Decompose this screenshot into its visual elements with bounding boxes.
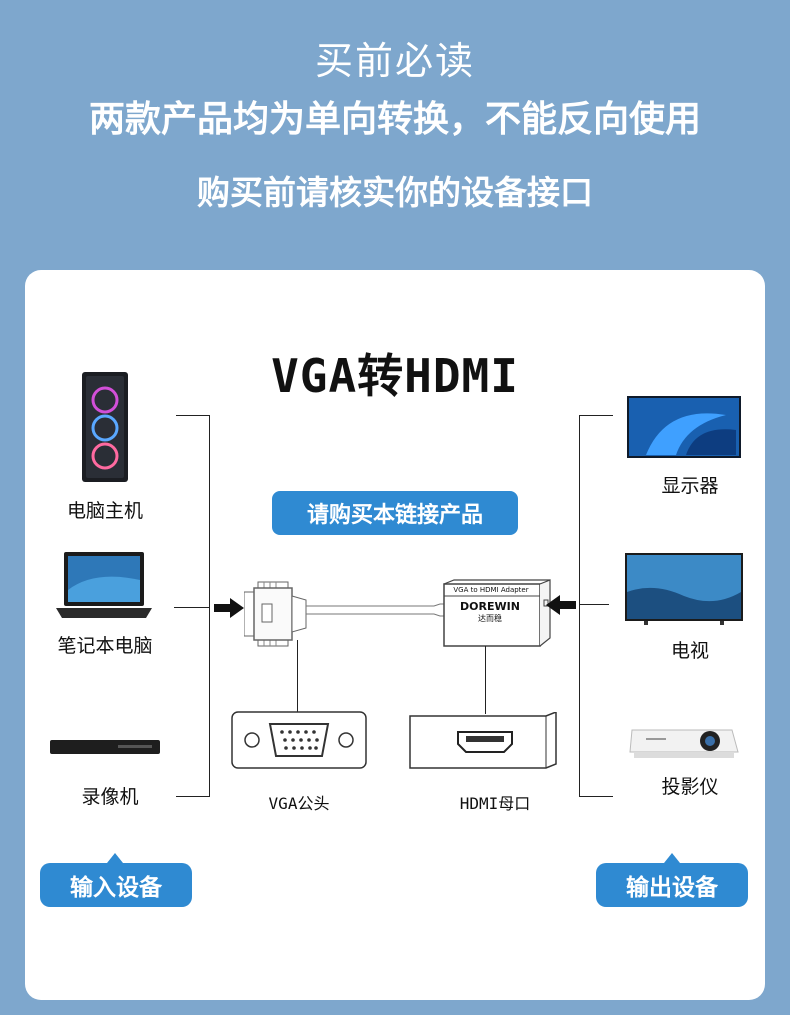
hdmi-connector-line (485, 646, 486, 714)
tv-icon (625, 553, 743, 625)
hdmi-female-label: HDMI母口 (459, 794, 531, 813)
laptop-icon (56, 552, 152, 618)
output-monitor-label: 显示器 (661, 475, 719, 497)
adapter-brand-cn-text: 达而稳 (478, 614, 502, 623)
header-line-2: 两款产品均为单向转换，不能反向使用 (88, 99, 701, 140)
pill-tail (664, 853, 680, 863)
input-pc-label: 电脑主机 (66, 500, 143, 522)
input-devices-badge: 输入设备 (40, 863, 192, 907)
vga-hdmi-adapter-cable (244, 579, 551, 647)
bracket-line (209, 415, 210, 797)
diagram-title: VGA转HDMI (271, 349, 519, 403)
adapter-model-text: VGA to HDMI Adapter (453, 586, 529, 594)
monitor-icon (627, 396, 741, 458)
pill-tail (107, 853, 123, 863)
bracket-line (579, 415, 613, 416)
bracket-line (579, 796, 613, 797)
bracket-line (176, 796, 210, 797)
bracket-line (174, 607, 210, 608)
bracket-line (176, 415, 210, 416)
hdmi-port-icon (409, 712, 557, 769)
vga-connector-line (297, 640, 298, 712)
adapter-brand-text: DOREWIN (460, 600, 520, 613)
output-devices-badge: 输出设备 (596, 863, 748, 907)
pc-tower-icon (82, 372, 128, 482)
vga-male-label: VGA公头 (268, 794, 330, 813)
buy-notice-badge: 请购买本链接产品 (272, 491, 518, 535)
input-laptop-label: 笔记本电脑 (57, 635, 153, 657)
projector-icon (629, 729, 739, 758)
arrow-left-icon (546, 595, 576, 615)
vga-port-icon (231, 711, 367, 769)
output-tv-label: 电视 (670, 640, 709, 662)
header-line-3: 购买前请核实你的设备接口 (197, 173, 593, 212)
input-dvr-label: 录像机 (81, 786, 139, 808)
output-projector-label: 投影仪 (661, 776, 719, 798)
bracket-line (579, 415, 580, 797)
dvr-icon (50, 740, 160, 754)
bracket-line (579, 604, 609, 605)
arrow-right-icon (214, 598, 244, 618)
header-line-1: 买前必读 (314, 39, 475, 83)
